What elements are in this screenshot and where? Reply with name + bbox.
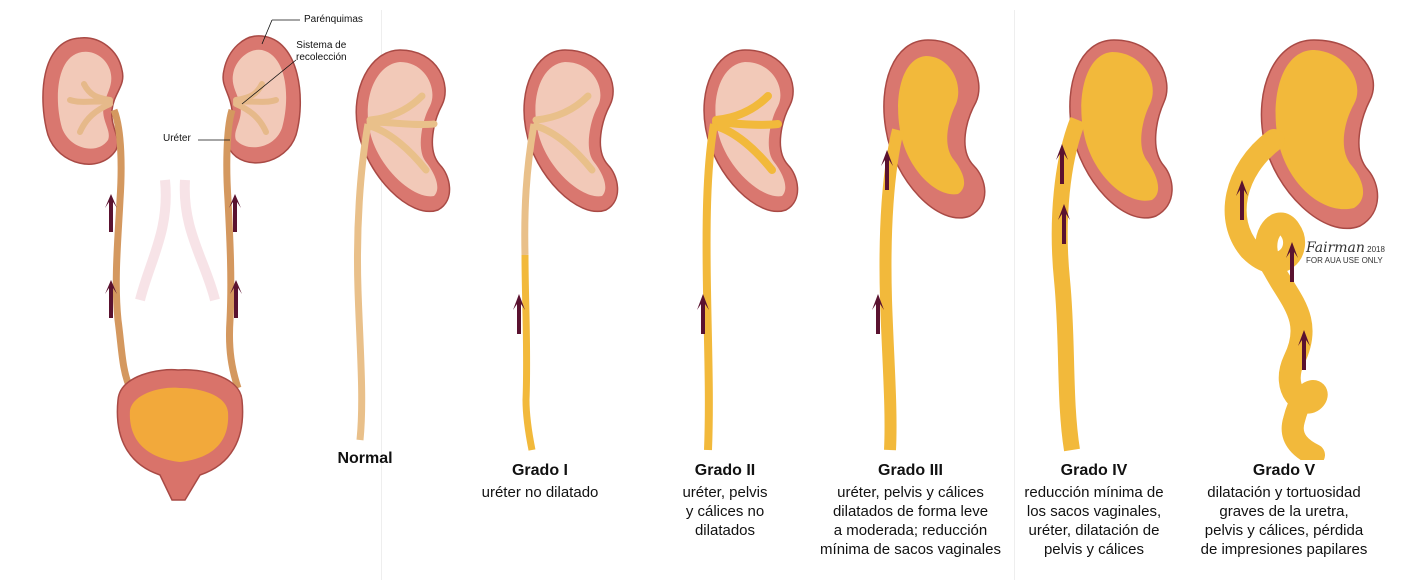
grade4-kidney-illustration	[1014, 0, 1194, 460]
grade5-desc: dilatación y tortuosidad graves de la ur…	[1194, 483, 1374, 559]
grade3-desc: uréter, pelvis y cálices dilatados de fo…	[808, 483, 1013, 559]
caption-normal: Normal	[330, 450, 400, 471]
grade1-kidney-illustration	[470, 0, 650, 460]
signature: Fairman 2018 FOR AUA USE ONLY	[1306, 240, 1385, 265]
panel-grade4: Grado IV reducción mínima de los sacos v…	[1014, 0, 1194, 584]
signature-year: 2018	[1367, 245, 1385, 254]
grade1-title: Grado I	[470, 462, 610, 480]
grade5-kidney-illustration	[1194, 0, 1424, 460]
reflux-arrows	[105, 194, 242, 318]
ureter-label: Uréter	[163, 133, 191, 145]
signature-note: FOR AUA USE ONLY	[1306, 256, 1383, 265]
caption-grade5: Grado V dilatación y tortuosidad graves …	[1194, 462, 1374, 559]
grade5-title: Grado V	[1194, 462, 1374, 480]
normal-kidney-illustration	[330, 0, 470, 470]
signature-name: Fairman	[1306, 240, 1365, 256]
grade2-kidney-illustration	[650, 0, 830, 460]
grade2-title: Grado II	[650, 462, 800, 480]
right-kidney	[223, 36, 300, 163]
grade3-kidney-illustration	[808, 0, 1018, 460]
caption-grade4: Grado IV reducción mínima de los sacos v…	[1014, 462, 1174, 559]
panel-grade3: Grado III uréter, pelvis y cálices dilat…	[808, 0, 1018, 584]
grade1-desc: uréter no dilatado	[470, 483, 610, 502]
grade4-desc: reducción mínima de los sacos vaginales,…	[1014, 483, 1174, 559]
panel-grade2: Grado II uréter, pelvis y cálices no dil…	[650, 0, 830, 584]
caption-grade1: Grado I uréter no dilatado	[470, 462, 610, 502]
bladder	[117, 370, 242, 500]
normal-title: Normal	[330, 450, 400, 468]
left-kidney	[43, 38, 123, 164]
anatomy-illustration	[0, 0, 380, 584]
panel-grade5: Fairman 2018 FOR AUA USE ONLY Grado V di…	[1194, 0, 1424, 584]
panel-grade1: Grado I uréter no dilatado	[470, 0, 650, 584]
left-ureter	[114, 110, 130, 388]
caption-grade3: Grado III uréter, pelvis y cálices dilat…	[808, 462, 1013, 559]
grade4-title: Grado IV	[1014, 462, 1174, 480]
anatomy-overview: Parénquimas Sistema de recolección Uréte…	[0, 0, 380, 584]
grade3-title: Grado III	[808, 462, 1013, 480]
panel-normal: Normal	[330, 0, 470, 584]
caption-grade2: Grado II uréter, pelvis y cálices no dil…	[650, 462, 800, 540]
grade2-desc: uréter, pelvis y cálices no dilatados	[650, 483, 800, 540]
